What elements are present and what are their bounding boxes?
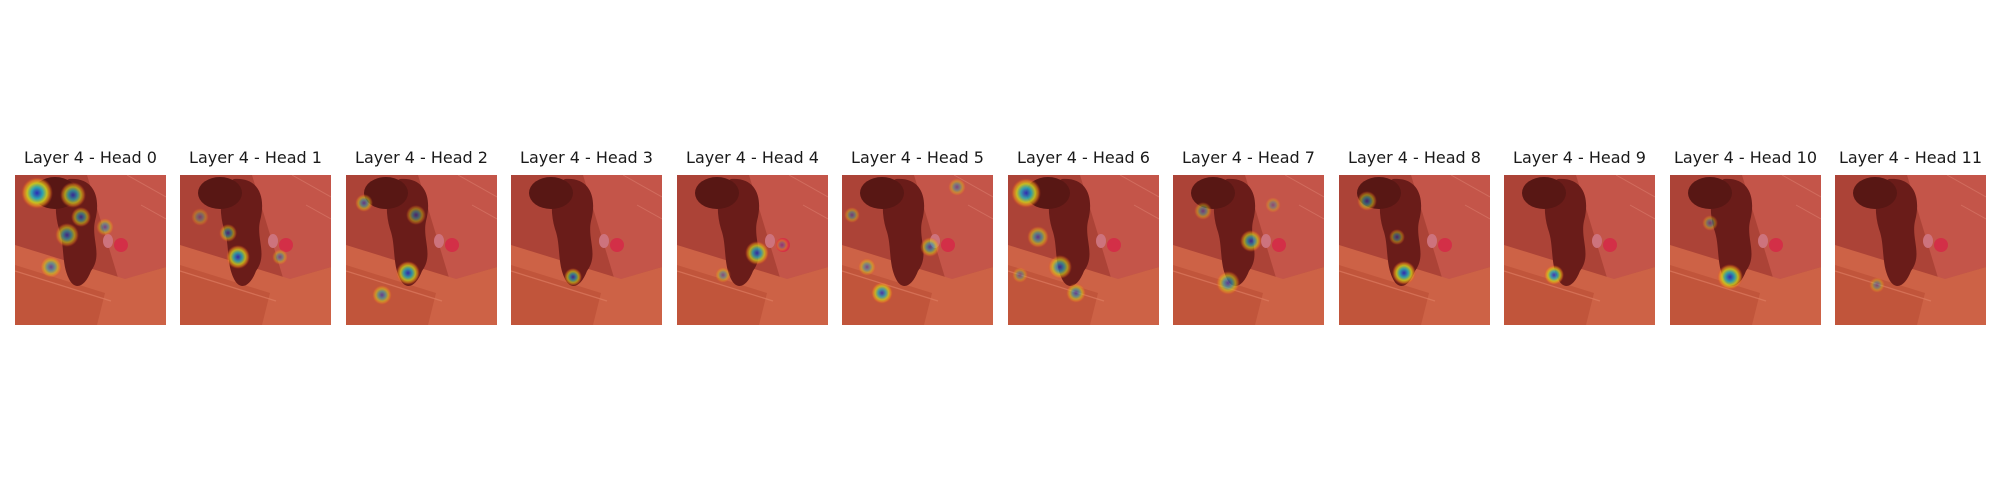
attention-heatmap-image xyxy=(1339,175,1490,325)
panel-head-4: Layer 4 - Head 4 xyxy=(677,0,828,500)
background-scene xyxy=(1670,175,1821,325)
attention-heatmap-image xyxy=(677,175,828,325)
attention-heatmap-image xyxy=(842,175,993,325)
attention-heatmap-image xyxy=(1835,175,1986,325)
attention-overlay xyxy=(1194,197,1281,295)
panel-head-10: Layer 4 - Head 10 xyxy=(1670,0,1821,500)
panel-title: Layer 4 - Head 0 xyxy=(24,148,157,167)
panel-title: Layer 4 - Head 2 xyxy=(355,148,488,167)
panel-head-8: Layer 4 - Head 8 xyxy=(1339,0,1490,500)
attention-overlay xyxy=(1544,265,1564,285)
attention-heatmap-image xyxy=(15,175,166,325)
panel-head-2: Layer 4 - Head 2 xyxy=(346,0,497,500)
background-scene xyxy=(1504,175,1655,325)
attention-overlay xyxy=(1702,215,1743,290)
attention-heatmap-image xyxy=(1670,175,1821,325)
attention-overlay xyxy=(21,177,114,278)
background-scene xyxy=(180,175,331,325)
panel-head-11: Layer 4 - Head 11 xyxy=(1835,0,1986,500)
panel-head-0: Layer 4 - Head 0 xyxy=(15,0,166,500)
attention-overlay xyxy=(1357,191,1416,285)
attention-heatmap-image xyxy=(1008,175,1159,325)
panel-head-7: Layer 4 - Head 7 xyxy=(1173,0,1324,500)
panel-title: Layer 4 - Head 11 xyxy=(1838,148,1983,167)
panel-head-9: Layer 4 - Head 9 xyxy=(1504,0,1655,500)
panel-title: Layer 4 - Head 3 xyxy=(520,148,653,167)
panel-head-3: Layer 4 - Head 3 xyxy=(511,0,662,500)
panel-title: Layer 4 - Head 10 xyxy=(1673,148,1818,167)
panel-title: Layer 4 - Head 9 xyxy=(1513,148,1646,167)
panel-title: Layer 4 - Head 7 xyxy=(1182,148,1315,167)
attention-overlay xyxy=(564,268,582,286)
background-scene xyxy=(511,175,662,325)
attention-heatmap-image xyxy=(346,175,497,325)
attention-overlay xyxy=(844,178,966,304)
attention-overlay xyxy=(1869,277,1885,293)
attention-overlay xyxy=(1011,178,1086,303)
panel-title: Layer 4 - Head 1 xyxy=(189,148,322,167)
panel-head-5: Layer 4 - Head 5 xyxy=(842,0,993,500)
attention-heatmap-image xyxy=(1173,175,1324,325)
attention-heatmap-image xyxy=(180,175,331,325)
panel-title: Layer 4 - Head 4 xyxy=(686,148,819,167)
attention-overlay xyxy=(715,238,789,283)
attention-overlay xyxy=(191,208,288,269)
background-scene xyxy=(842,175,993,325)
background-scene xyxy=(1835,175,1986,325)
panel-title: Layer 4 - Head 5 xyxy=(851,148,984,167)
attention-overlay xyxy=(355,194,426,305)
panel-head-6: Layer 4 - Head 6 xyxy=(1008,0,1159,500)
panel-head-1: Layer 4 - Head 1 xyxy=(180,0,331,500)
attention-heatmap-image xyxy=(511,175,662,325)
panel-title: Layer 4 - Head 6 xyxy=(1017,148,1150,167)
panel-title: Layer 4 - Head 8 xyxy=(1348,148,1481,167)
attention-heatmap-image xyxy=(1504,175,1655,325)
